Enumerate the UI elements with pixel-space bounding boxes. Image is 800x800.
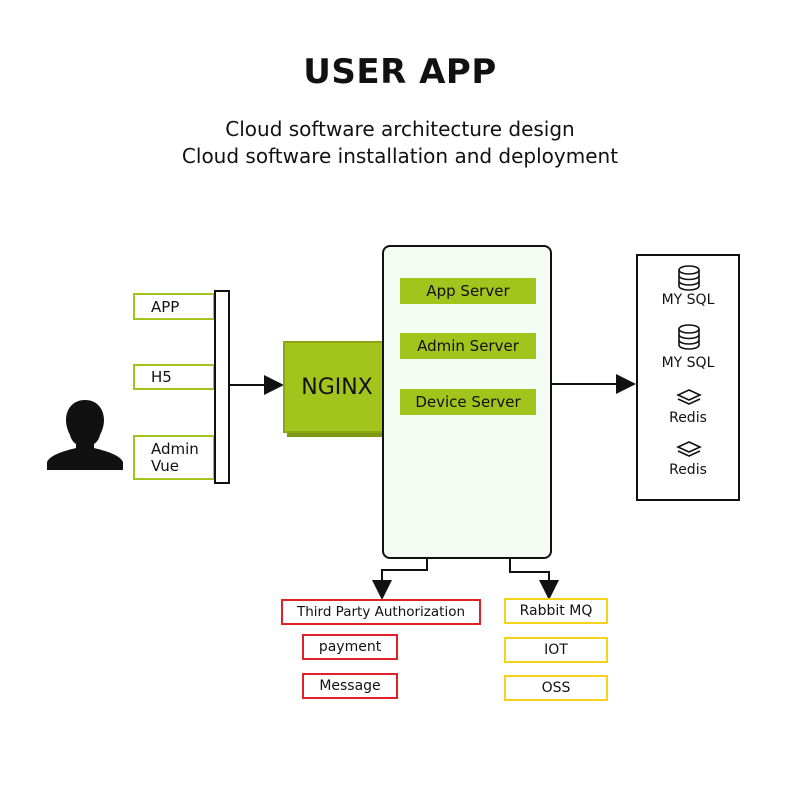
user-silhouette-icon — [44, 396, 126, 472]
admin-server-label: Admin Server — [417, 337, 519, 355]
third-party-authorization-label: Third Party Authorization — [296, 604, 466, 620]
oss-box: OSS — [504, 675, 608, 701]
client-admin-box: Admin Vue — [133, 435, 215, 480]
payment-label: payment — [318, 639, 382, 655]
rabbitmq-label: Rabbit MQ — [519, 603, 593, 619]
rabbitmq-box: Rabbit MQ — [504, 598, 608, 624]
database-icon — [675, 323, 703, 351]
app-server-label: App Server — [426, 282, 510, 300]
database-icon — [675, 264, 703, 292]
redis-layers-icon — [675, 388, 703, 408]
redis-layers-icon — [675, 440, 703, 460]
page-title: USER APP — [303, 52, 497, 92]
iot-label: IOT — [544, 642, 568, 658]
payment-box: payment — [302, 634, 398, 660]
client-h5-label: H5 — [151, 368, 172, 386]
mysql-label-2: MY SQL — [661, 355, 715, 371]
arrow-servers-to-third-party — [372, 559, 428, 600]
message-label: Message — [319, 678, 381, 694]
arrow-servers-to-middleware — [509, 559, 559, 600]
client-admin-label-line-2: Vue — [151, 456, 179, 475]
app-server-box: App Server — [400, 278, 536, 304]
admin-server-box: Admin Server — [400, 333, 536, 359]
subtitle-line-2: Cloud software installation and deployme… — [181, 144, 619, 168]
third-party-authorization-box: Third Party Authorization — [281, 599, 481, 625]
iot-box: IOT — [504, 637, 608, 663]
subtitle-line-1: Cloud software architecture design — [225, 117, 575, 141]
device-server-box: Device Server — [400, 389, 536, 415]
client-app-box: APP — [133, 293, 215, 320]
client-aggregation-bar — [214, 290, 230, 484]
mysql-label-1: MY SQL — [661, 292, 715, 308]
redis-label-2: Redis — [669, 462, 707, 478]
oss-label: OSS — [541, 680, 571, 696]
client-app-label: APP — [151, 297, 180, 316]
message-box: Message — [302, 673, 398, 699]
client-admin-label-line-1: Admin — [151, 439, 199, 458]
database-panel — [636, 254, 740, 501]
nginx-label: NGINX — [301, 374, 373, 400]
nginx-box: NGINX — [283, 341, 391, 433]
redis-label-1: Redis — [669, 410, 707, 426]
client-h5-box: H5 — [133, 364, 215, 390]
device-server-label: Device Server — [415, 393, 521, 411]
